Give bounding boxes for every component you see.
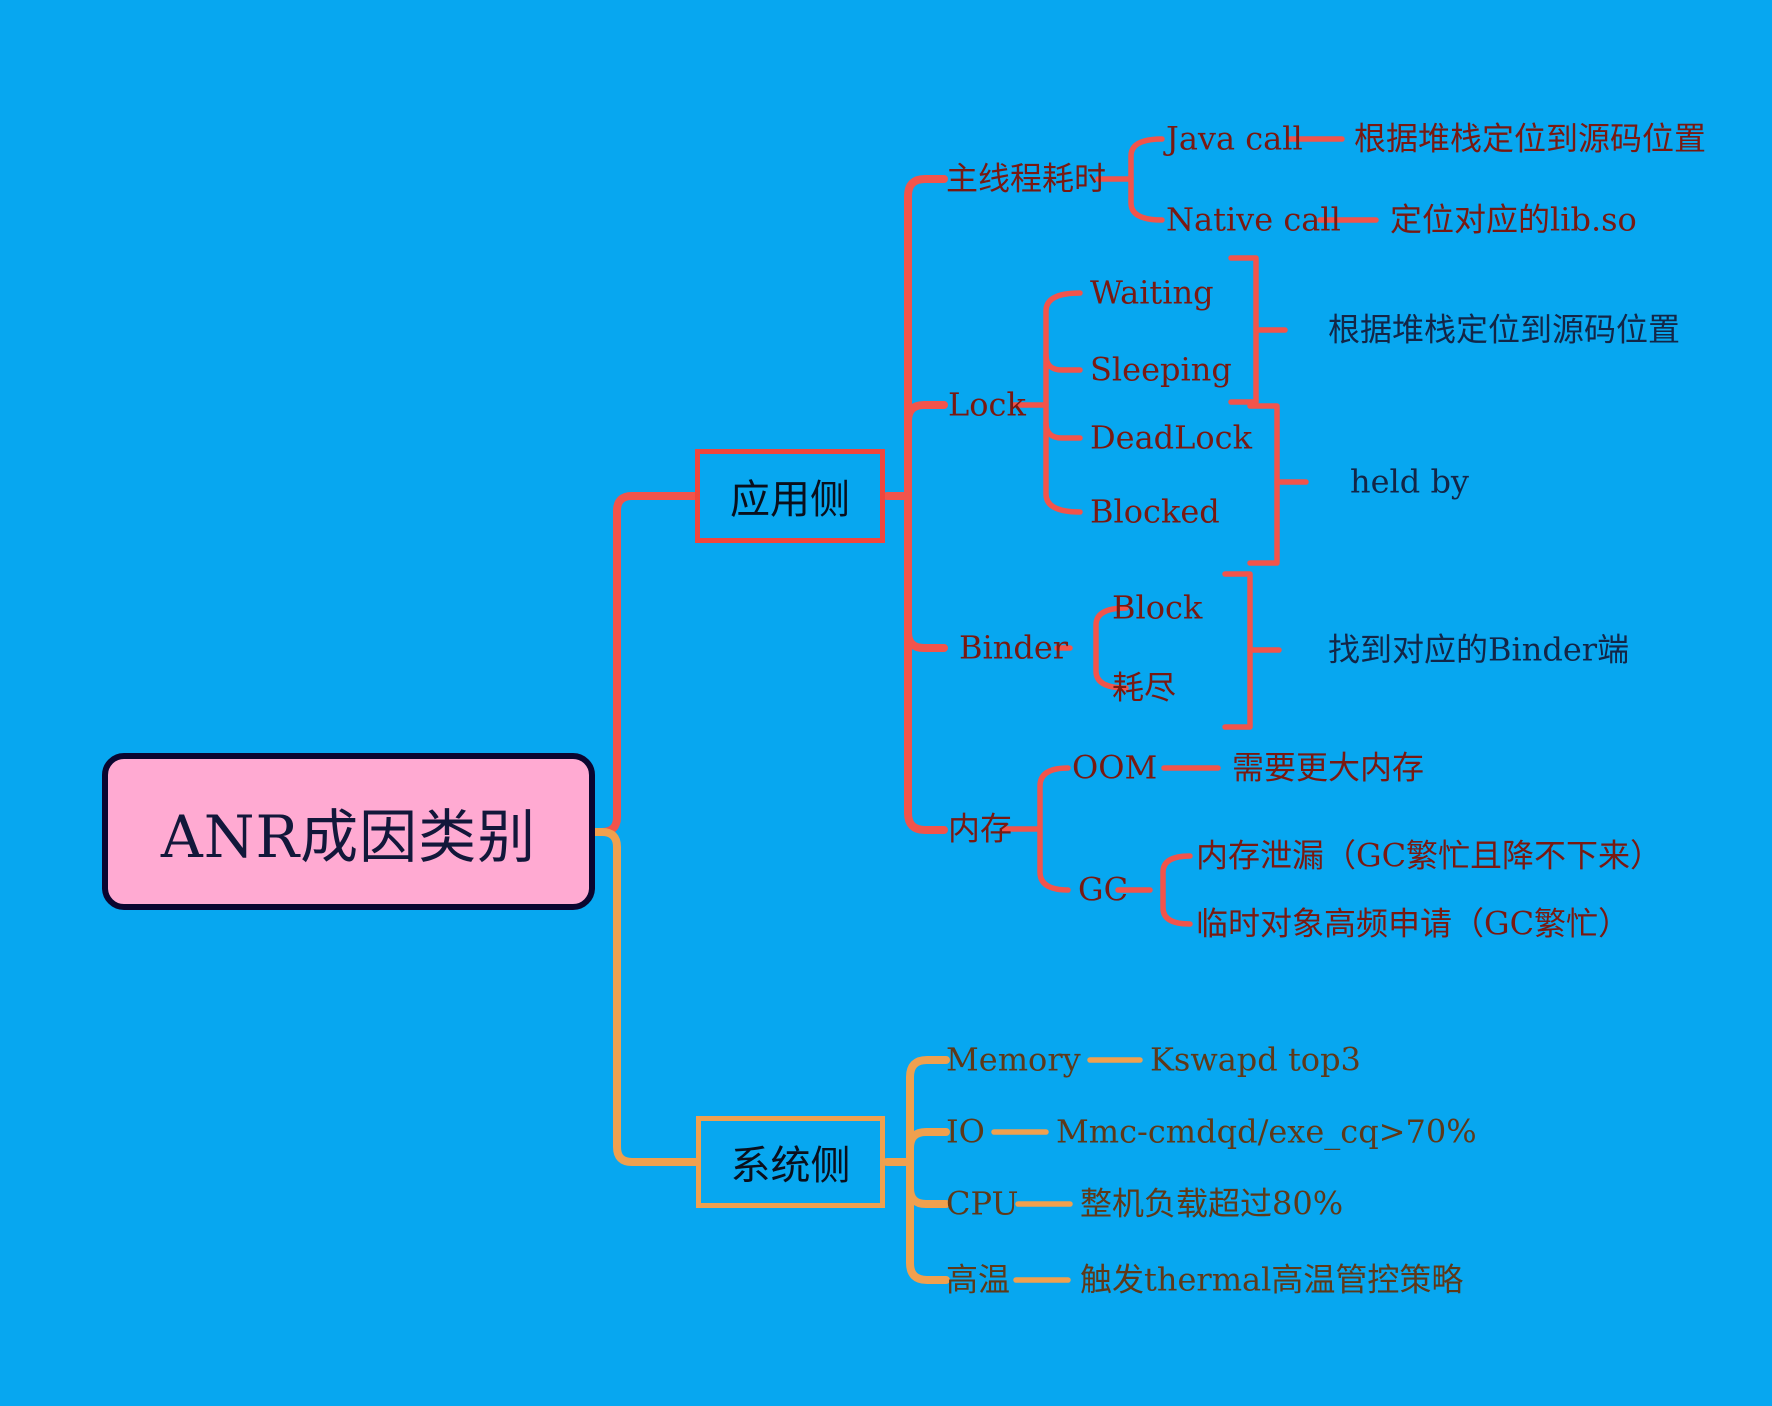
node-memory[interactable]: 内存: [948, 809, 1013, 848]
wire-root-to-sys-box: [589, 828, 700, 1166]
wire-elbow-io: [906, 1128, 950, 1152]
wire-sys-spine-down: [906, 1158, 950, 1284]
node-oom[interactable]: OOM: [1072, 748, 1158, 787]
node-native-call[interactable]: Native call: [1166, 200, 1341, 239]
node-binder-exhaust[interactable]: 耗尽: [1112, 668, 1177, 707]
note-oom[interactable]: 需要更大内存: [1232, 748, 1425, 787]
node-lock-sleeping[interactable]: Sleeping: [1090, 350, 1232, 389]
node-main-thread[interactable]: 主线程耗时: [946, 159, 1107, 198]
note-waiting-sleeping[interactable]: 根据堆栈定位到源码位置: [1328, 310, 1681, 349]
note-sys-cpu[interactable]: 整机负载超过80%: [1080, 1184, 1344, 1223]
wire-main-thread-bracket: [1128, 136, 1165, 223]
wire-app-spine-down: [904, 492, 948, 834]
app-side-label: 应用侧: [730, 478, 850, 522]
note-sys-io[interactable]: Mmc-cmdqd/exe_cq>70%: [1056, 1112, 1477, 1151]
app-branch-wires: [589, 136, 1379, 927]
wire-elbow-lock: [904, 401, 948, 425]
node-app-side[interactable]: 应用侧: [695, 449, 885, 543]
wire-sys-spine-up: [906, 1056, 950, 1166]
system-side-label: 系统侧: [730, 1144, 851, 1188]
node-gc[interactable]: GC: [1078, 870, 1129, 909]
node-lock[interactable]: Lock: [948, 385, 1026, 424]
node-sys-temperature[interactable]: 高温: [946, 1260, 1011, 1299]
root-label: ANR成因类别: [160, 802, 537, 871]
node-sys-memory[interactable]: Memory: [946, 1040, 1081, 1079]
note-sys-memory[interactable]: Kswapd top3: [1150, 1040, 1361, 1079]
node-binder-block[interactable]: Block: [1112, 588, 1203, 627]
wire-elbow-binder: [904, 628, 948, 652]
note-native-call[interactable]: 定位对应的lib.so: [1390, 200, 1637, 239]
node-gc-leak[interactable]: 内存泄漏（GC繁忙且降不下来）: [1196, 836, 1663, 875]
node-gc-temp-objects[interactable]: 临时对象高频申请（GC繁忙）: [1196, 904, 1631, 943]
node-java-call[interactable]: Java call: [1166, 119, 1303, 158]
node-lock-blocked[interactable]: Blocked: [1090, 492, 1220, 531]
note-deadlock-blocked[interactable]: held by: [1350, 462, 1469, 501]
wire-elbow-sleeping: [1043, 352, 1083, 373]
wire-elbow-deadlock: [1043, 420, 1083, 441]
note-binder[interactable]: 找到对应的Binder端: [1328, 630, 1630, 669]
wire-app-spine-up: [904, 175, 948, 500]
note-sys-temperature[interactable]: 触发thermal高温管控策略: [1080, 1260, 1464, 1299]
wire-group-deadlock-blocked: [1247, 403, 1280, 566]
node-binder[interactable]: Binder: [959, 628, 1069, 667]
wire-lock-children-bracket: [1043, 290, 1083, 515]
node-lock-deadlock[interactable]: DeadLock: [1090, 418, 1252, 457]
node-lock-waiting[interactable]: Waiting: [1090, 273, 1214, 312]
wire-binder-children-bracket: [1093, 605, 1129, 691]
node-sys-io[interactable]: IO: [946, 1112, 985, 1151]
wire-group-binder: [1222, 571, 1253, 730]
system-branch-wires: [589, 828, 1143, 1284]
wire-group-waiting-sleeping: [1228, 255, 1259, 405]
wire-root-to-app-box: [589, 492, 699, 836]
note-java-call[interactable]: 根据堆栈定位到源码位置: [1354, 119, 1707, 158]
wire-memory-children-bracket: [1037, 765, 1071, 893]
wire-elbow-cpu: [906, 1184, 950, 1208]
node-system-side[interactable]: 系统侧: [696, 1116, 885, 1208]
root-node[interactable]: ANR成因类别: [102, 753, 595, 910]
node-sys-cpu[interactable]: CPU: [946, 1184, 1019, 1223]
wire-gc-children-bracket: [1160, 853, 1193, 927]
